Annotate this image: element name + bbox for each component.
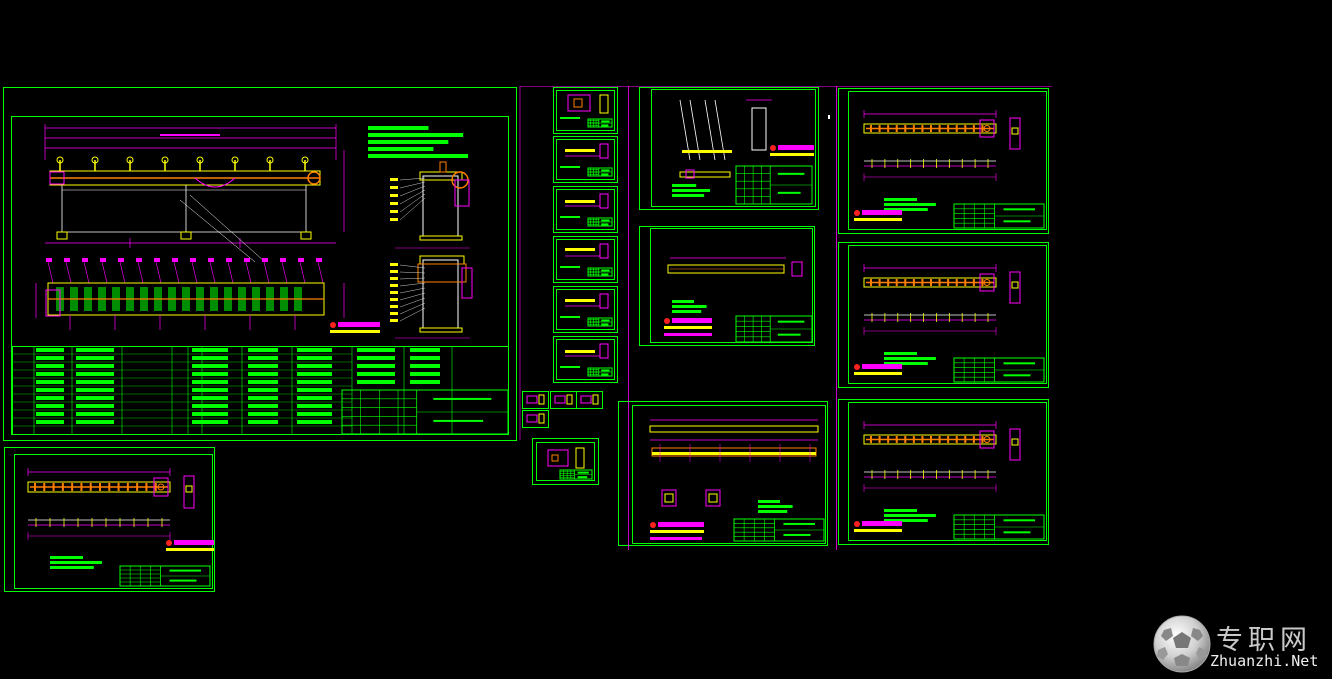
part-sheet-right-3[interactable] [838, 399, 1049, 545]
soccer-ball-logo-icon [1153, 615, 1211, 673]
detail-sheet-small-icons[interactable] [522, 391, 603, 485]
part-sheet-middle-top[interactable] [639, 87, 819, 210]
part-sheet-middle-mid[interactable] [639, 226, 815, 346]
watermark-domain: Zhuanzhi.Net [1210, 652, 1319, 670]
part-sheet-right-1[interactable] [838, 88, 1049, 234]
part-sheet-right-2[interactable] [838, 242, 1049, 388]
watermark: 专职网 Zhuanzhi.Net [1150, 612, 1332, 679]
part-sheet-middle-bottom[interactable] [618, 401, 828, 546]
detail-sheet-column-1[interactable] [553, 87, 618, 383]
assembly-sheet[interactable] [3, 87, 517, 441]
layout-boundary-lines[interactable] [519, 86, 1052, 550]
part-sheet-left-bottom[interactable] [4, 447, 215, 592]
watermark-title: 专职网 [1216, 625, 1312, 656]
